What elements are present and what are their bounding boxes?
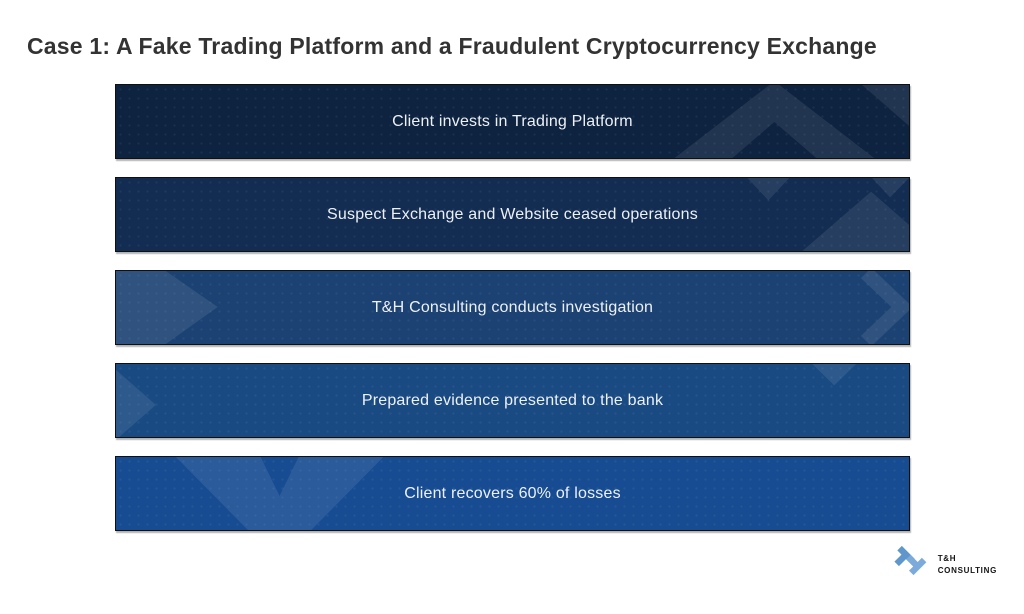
step-bar-3: T&H Consulting conducts investigation	[115, 270, 910, 345]
page-title: Case 1: A Fake Trading Platform and a Fr…	[27, 33, 877, 59]
triangles-decor-icon	[747, 178, 909, 251]
step-bar-2: Suspect Exchange and Website ceased oper…	[115, 177, 910, 252]
step-label: T&H Consulting conducts investigation	[371, 298, 654, 316]
chevron-down-decor-icon	[175, 457, 384, 530]
step-label: Client invests in Trading Platform	[392, 112, 633, 130]
step-label: Client recovers 60% of losses	[404, 484, 621, 502]
step-label: Suspect Exchange and Website ceased oper…	[327, 205, 698, 223]
brand-logo: T&H CONSULTING	[889, 545, 997, 585]
step-bar-5: Client recovers 60% of losses	[115, 456, 910, 531]
step-bar-1: Client invests in Trading Platform	[115, 84, 910, 159]
arrow-right-decor-icon	[116, 271, 909, 344]
th-consulting-logo-icon	[894, 545, 927, 576]
brand-line1: T&H	[937, 553, 957, 563]
step-label: Prepared evidence presented to the bank	[361, 391, 664, 409]
chevron-up-decor-icon	[674, 85, 909, 158]
brand-line2: CONSULTING	[937, 566, 997, 575]
step-list: Client invests in Trading Platform Suspe…	[115, 84, 910, 549]
brand-wordmark: T&H CONSULTING	[938, 553, 997, 578]
step-bar-4: Prepared evidence presented to the bank	[115, 363, 910, 438]
diamond-decor-icon	[116, 364, 857, 437]
